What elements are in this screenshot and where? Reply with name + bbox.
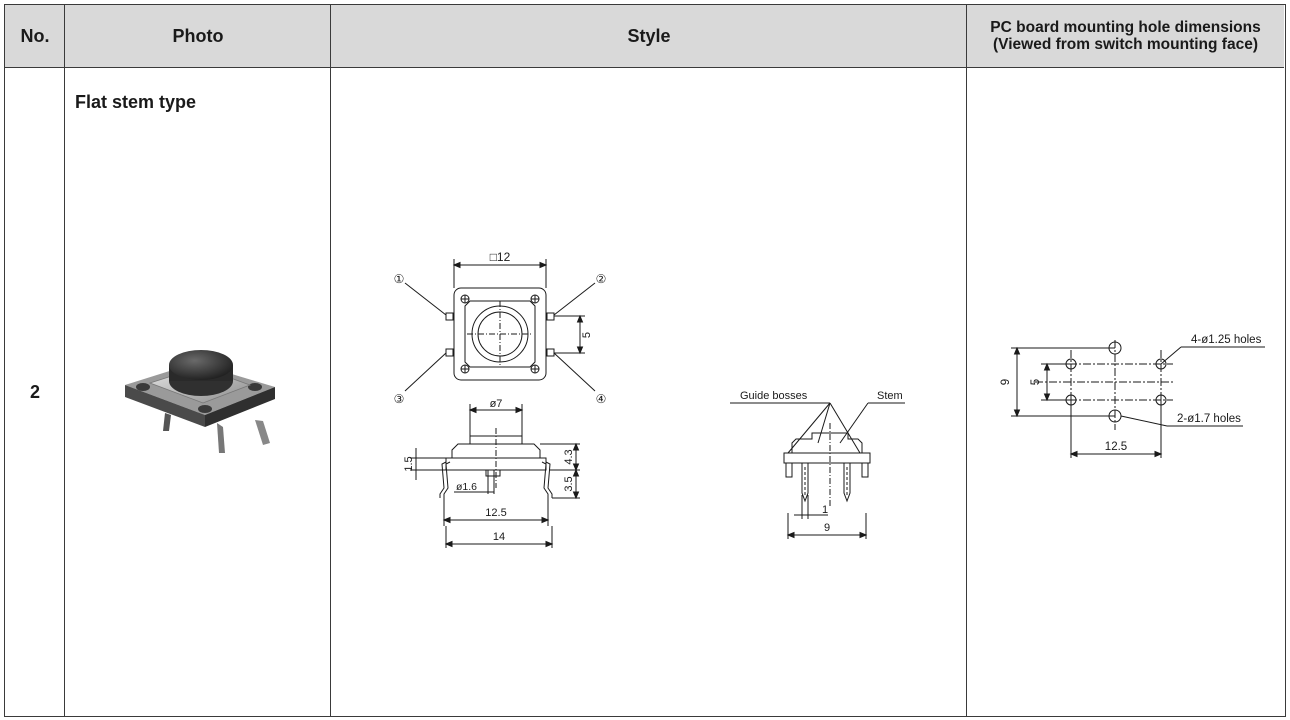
header-photo: Photo: [65, 5, 331, 68]
switch-photo: [125, 350, 275, 453]
type-label: Flat stem type: [75, 92, 197, 112]
boss-dia-label: ø1.6: [456, 481, 477, 493]
front-view-drawing: Guide bosses Stem 1 9: [730, 390, 905, 539]
header-style: Style: [331, 5, 967, 68]
height-bottom-label: 3.5: [563, 476, 575, 491]
front-width-label: 9: [824, 522, 830, 534]
header-photo-text: Photo: [172, 25, 224, 46]
small-dim-label: 1: [822, 504, 828, 516]
header-mounting-line1: PC board mounting hole dimensions: [990, 19, 1261, 36]
vertical-inner-label: 5: [1030, 379, 1042, 385]
col-divider: [64, 5, 65, 716]
header-mounting-line2: (Viewed from switch mounting face): [993, 36, 1258, 53]
guide-bosses-label: Guide bosses: [740, 390, 808, 402]
holes-large-label: 4-ø1.25 holes: [1191, 334, 1262, 346]
cap-dia-label: ø7: [490, 398, 503, 410]
horizontal-label: 12.5: [1105, 441, 1127, 453]
col-divider: [330, 5, 331, 716]
top-view-drawing: □12 ① ② ③ ④ 5: [394, 250, 607, 406]
header-mounting: PC board mounting hole dimensions (Viewe…: [967, 5, 1284, 68]
pin3-label: ③: [394, 392, 405, 406]
pin4-label: ④: [596, 392, 607, 406]
height-top-label: 4.3: [563, 449, 575, 464]
header-no-text: No.: [20, 25, 50, 46]
header-no: No.: [5, 5, 65, 68]
row-number: 2: [29, 381, 40, 402]
top-pitch-label: 5: [581, 332, 593, 338]
header-style-text: Style: [627, 25, 671, 46]
side-view-drawing: ø7 4.3 3.5 1.5 ø1.6 12.5 14: [403, 398, 580, 548]
vertical-outer-label: 9: [1000, 379, 1012, 385]
spec-table: No. Photo Style PC board mounting hole d…: [4, 4, 1286, 717]
col-divider: [966, 5, 967, 716]
pin2-label: ②: [596, 272, 607, 286]
stem-label: Stem: [877, 390, 903, 402]
pin-span-label: 12.5: [485, 507, 506, 519]
mounting-hole-drawing: 4-ø1.25 holes 2-ø1.7 holes 9 5 12.5: [1000, 334, 1265, 458]
width-label: 14: [493, 531, 505, 543]
top-size-label: □12: [490, 250, 511, 264]
holes-small-label: 2-ø1.7 holes: [1177, 413, 1241, 425]
pin1-label: ①: [394, 272, 405, 286]
left-dim-label: 1.5: [403, 456, 415, 471]
